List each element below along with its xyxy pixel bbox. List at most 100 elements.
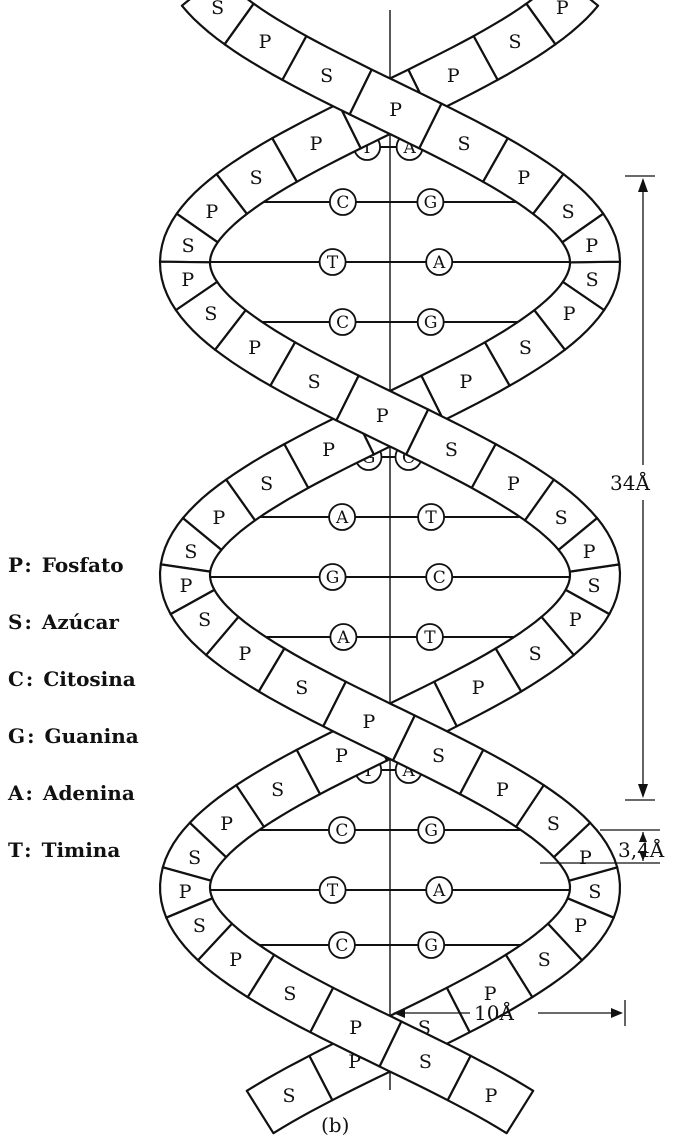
- base-label: G: [424, 936, 438, 956]
- sugar-label: S: [295, 677, 308, 699]
- sugar-label: S: [308, 371, 321, 393]
- radius-dimension: 10Å: [393, 1000, 626, 1026]
- arrow-left-icon: [393, 1008, 405, 1018]
- strand-segment: S: [483, 309, 567, 387]
- phosphate-label: P: [206, 201, 219, 223]
- phosphate-label: P: [447, 65, 460, 87]
- legend: P:Fosfato S:Azúcar C:Citosina G:Guanina …: [7, 553, 139, 862]
- base-pairs-group: TACGTACGGCATGCATTACGTACG: [185, 133, 595, 959]
- sugar-label: S: [182, 235, 195, 257]
- legend-item-guanine: G:Guanina: [8, 724, 139, 748]
- radius-label: 10Å: [474, 1000, 514, 1025]
- pitch-dimension: 34Å: [610, 175, 655, 801]
- phosphate-label: P: [574, 915, 587, 937]
- strand-segment: S: [165, 897, 234, 962]
- strand-segment: S: [405, 408, 497, 489]
- base-label: G: [424, 821, 438, 841]
- sugar-label: S: [250, 167, 263, 189]
- sugar-label: S: [283, 983, 296, 1005]
- sugar-label: S: [198, 609, 211, 631]
- legend-item-sugar: S:Azúcar: [8, 610, 119, 634]
- phosphate-label: P: [349, 1017, 362, 1039]
- phosphate-label: P: [460, 371, 473, 393]
- sugar-label: S: [432, 745, 445, 767]
- phosphate-label: P: [239, 643, 252, 665]
- rise-dimension: 3,4Å: [540, 829, 665, 864]
- phosphate-label: P: [472, 677, 485, 699]
- sugar-label: S: [529, 643, 542, 665]
- phosphate-label: P: [213, 507, 226, 529]
- phosphate-label: P: [583, 541, 596, 563]
- phosphate-label: P: [229, 949, 242, 971]
- phosphate-label: P: [579, 847, 592, 869]
- base-label: C: [335, 936, 348, 956]
- base-label: A: [432, 881, 446, 901]
- legend-item-cytosine: C:Citosina: [8, 667, 136, 691]
- strand-segment: S: [245, 1054, 334, 1135]
- strand-segment: S: [225, 443, 310, 522]
- pitch-label: 34Å: [610, 470, 650, 495]
- base-label: G: [326, 568, 340, 588]
- arrow-down-icon: [638, 784, 648, 798]
- base-label: A: [336, 628, 350, 648]
- base-label: G: [424, 193, 438, 213]
- rise-label: 3,4Å: [618, 837, 665, 862]
- sugar-label: S: [508, 31, 521, 53]
- phosphate-label: P: [376, 405, 389, 427]
- base-label: C: [336, 193, 349, 213]
- sugar-label: S: [562, 201, 575, 223]
- base-label: T: [327, 253, 339, 273]
- arrow-right-icon: [611, 1008, 623, 1018]
- sugar-label: S: [587, 575, 600, 597]
- sugar-label: S: [586, 269, 599, 291]
- phosphate-label: P: [569, 609, 582, 631]
- base-label: C: [433, 568, 446, 588]
- strand-segment: S: [378, 1020, 472, 1102]
- phosphate-label: P: [335, 745, 348, 767]
- strand-segment: P: [458, 748, 545, 828]
- sugar-label: S: [211, 0, 224, 19]
- base-label: A: [432, 253, 446, 273]
- base-label: T: [424, 628, 436, 648]
- base-label: C: [335, 821, 348, 841]
- phosphate-label: P: [259, 31, 272, 53]
- phosphate-label: P: [363, 711, 376, 733]
- phosphate-label: P: [181, 269, 194, 291]
- legend-item-adenine: A:Adenina: [7, 781, 135, 805]
- phosphate-label: P: [179, 881, 192, 903]
- base-label: C: [336, 313, 349, 333]
- sugar-label: S: [204, 303, 217, 325]
- phosphate-label: P: [180, 575, 193, 597]
- sugar-label: S: [457, 133, 470, 155]
- base-label: A: [335, 508, 349, 528]
- sugar-label: S: [419, 1051, 432, 1073]
- base-label: G: [424, 313, 438, 333]
- sugar-label: S: [547, 813, 560, 835]
- sugar-label: S: [184, 541, 197, 563]
- sugar-label: S: [320, 65, 333, 87]
- sugar-label: S: [260, 473, 273, 495]
- sugar-label: S: [555, 507, 568, 529]
- phosphate-label: P: [507, 473, 520, 495]
- phosphate-label: P: [322, 439, 335, 461]
- phosphate-label: P: [496, 779, 509, 801]
- phosphate-label: P: [517, 167, 530, 189]
- sugar-label: S: [271, 779, 284, 801]
- phosphate-label: P: [563, 303, 576, 325]
- legend-item-thymine: T:Timina: [8, 838, 120, 862]
- sugar-label: S: [538, 949, 551, 971]
- base-label: T: [327, 881, 339, 901]
- strand-segment: P: [561, 212, 622, 264]
- sugar-label: S: [282, 1085, 295, 1107]
- phosphate-label: P: [248, 337, 261, 359]
- phosphate-label: P: [484, 983, 497, 1005]
